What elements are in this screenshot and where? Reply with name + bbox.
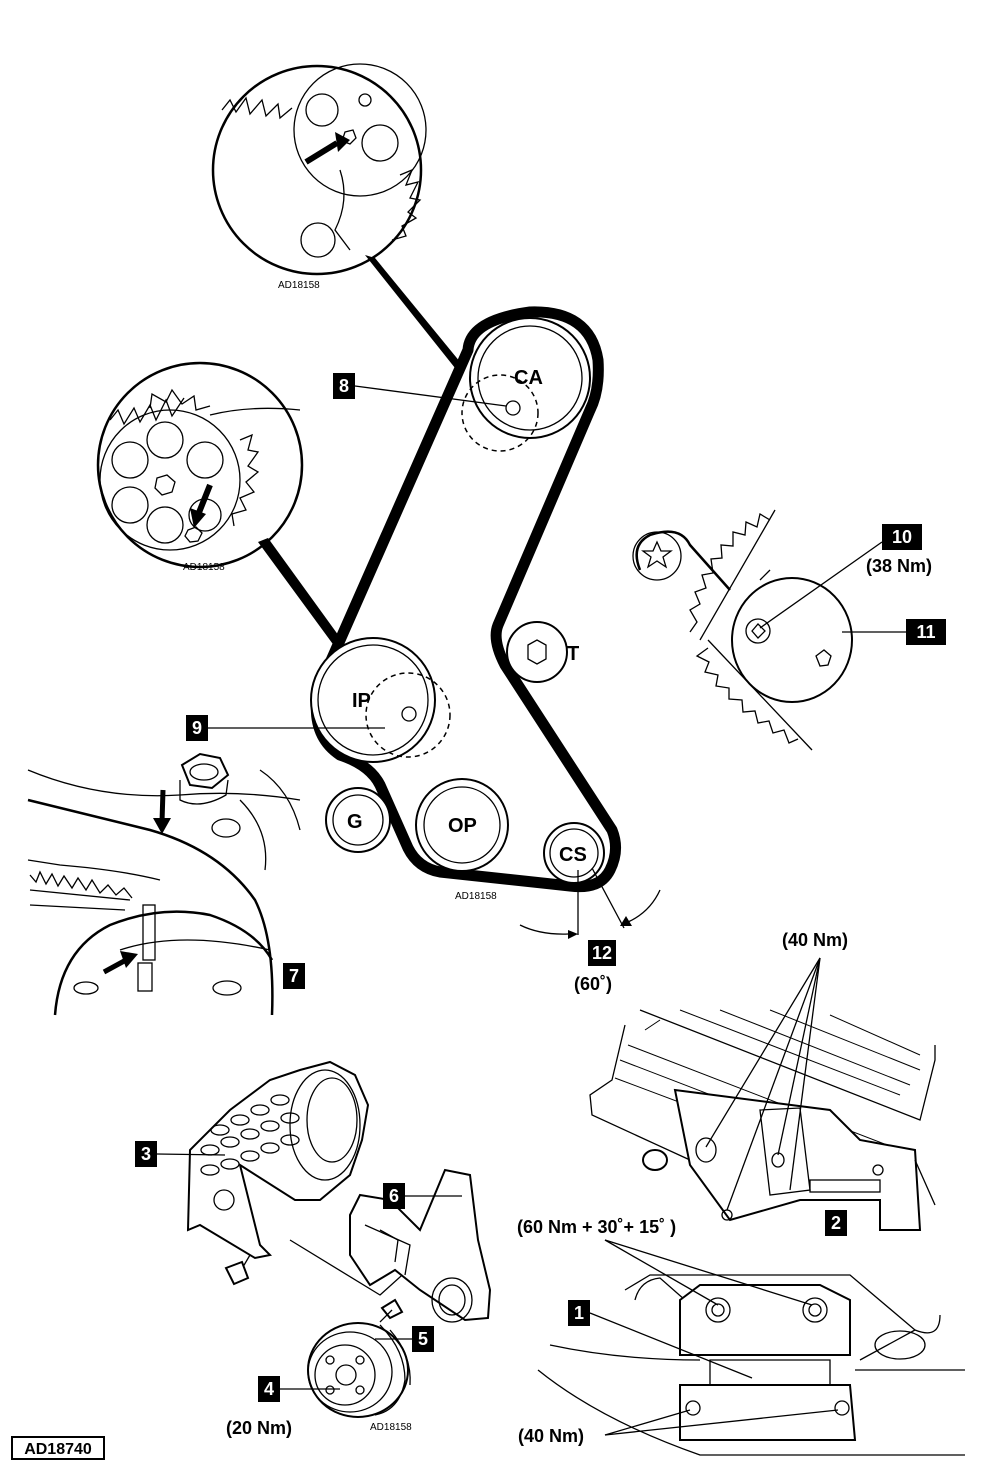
lower-engine-mount: (60 Nm + 30˚+ 15˚ ) (40 Nm) — [517, 1217, 965, 1456]
engine-mount-top-torque: (40 Nm) — [782, 930, 848, 950]
upper-timing-cover — [186, 1060, 431, 1296]
callout-5: 5 — [375, 1326, 434, 1352]
mount-bottom-torque: (40 Nm) — [518, 1426, 584, 1446]
svg-text:7: 7 — [289, 966, 299, 986]
figure-code: AD18740 — [24, 1441, 92, 1458]
camshaft-pulley: CA — [461, 317, 591, 452]
svg-text:2: 2 — [831, 1213, 841, 1233]
detail-code-belt: AD18158 — [455, 891, 497, 902]
crankshaft-label: CS — [559, 844, 587, 866]
svg-text:6: 6 — [389, 1186, 399, 1206]
callout-3: 3 — [135, 1141, 226, 1167]
lower-timing-cover — [349, 1168, 492, 1323]
crankshaft-detail — [27, 752, 301, 1016]
crank-pulley-torque: (20 Nm) — [226, 1418, 292, 1438]
detail-code-top: AD18158 — [278, 280, 320, 291]
oil-pump-pulley: OP — [415, 778, 509, 872]
callout-10: 10 (38 Nm) — [759, 524, 932, 629]
callout-12: 12 (60˚) — [574, 940, 616, 994]
engine-mount-bracket: (40 Nm) — [589, 930, 936, 1231]
svg-text:8: 8 — [339, 376, 349, 396]
camshaft-detail-magnifier: AD18158 — [211, 63, 427, 291]
injection-pump-pulley: IP — [310, 637, 451, 763]
svg-text:11: 11 — [916, 622, 935, 642]
tensioner-detail — [632, 509, 853, 751]
mount-bolt-torque: (60 Nm + 30˚+ 15˚ ) — [517, 1217, 676, 1237]
detail-code-pulley: AD18158 — [370, 1422, 412, 1433]
svg-text:3: 3 — [141, 1144, 151, 1164]
oil-pump-label: OP — [448, 815, 477, 837]
callout-2: 2 — [825, 1210, 847, 1236]
tensioner-torque: (38 Nm) — [866, 556, 932, 576]
svg-text:10: 10 — [892, 527, 912, 547]
callout-11: 11 — [842, 619, 946, 645]
tensioner-pulley: T — [506, 621, 579, 683]
crank-angle-value: (60˚) — [574, 974, 612, 994]
detail-code-left: AD18158 — [183, 562, 225, 573]
magnifier-pointer-top — [365, 255, 465, 368]
callout-9: 9 — [186, 715, 385, 741]
svg-text:1: 1 — [574, 1303, 584, 1323]
crankshaft-pulley: CS — [543, 822, 605, 884]
callout-1: 1 — [568, 1300, 753, 1379]
callout-6: 6 — [383, 1183, 462, 1209]
svg-text:4: 4 — [264, 1379, 274, 1399]
callout-8: 8 — [333, 373, 507, 407]
svg-text:9: 9 — [192, 718, 202, 738]
pump-detail-magnifier: AD18158 — [96, 361, 304, 573]
injection-pump-label: IP — [352, 690, 371, 712]
camshaft-label: CA — [514, 367, 543, 389]
crankshaft-damper-pulley: AD18158 (20 Nm) — [226, 1322, 412, 1438]
figure-code-box: AD18740 — [11, 1436, 105, 1460]
timing-belt — [310, 306, 621, 893]
guide-label: G — [347, 811, 363, 833]
tensioner-label: T — [567, 643, 579, 665]
callout-4: 4 — [258, 1376, 340, 1402]
guide-pulley: G — [325, 787, 391, 853]
callout-7: 7 — [283, 963, 305, 989]
crank-angle-indicator — [519, 867, 661, 939]
svg-text:12: 12 — [592, 943, 612, 963]
svg-text:5: 5 — [418, 1329, 428, 1349]
